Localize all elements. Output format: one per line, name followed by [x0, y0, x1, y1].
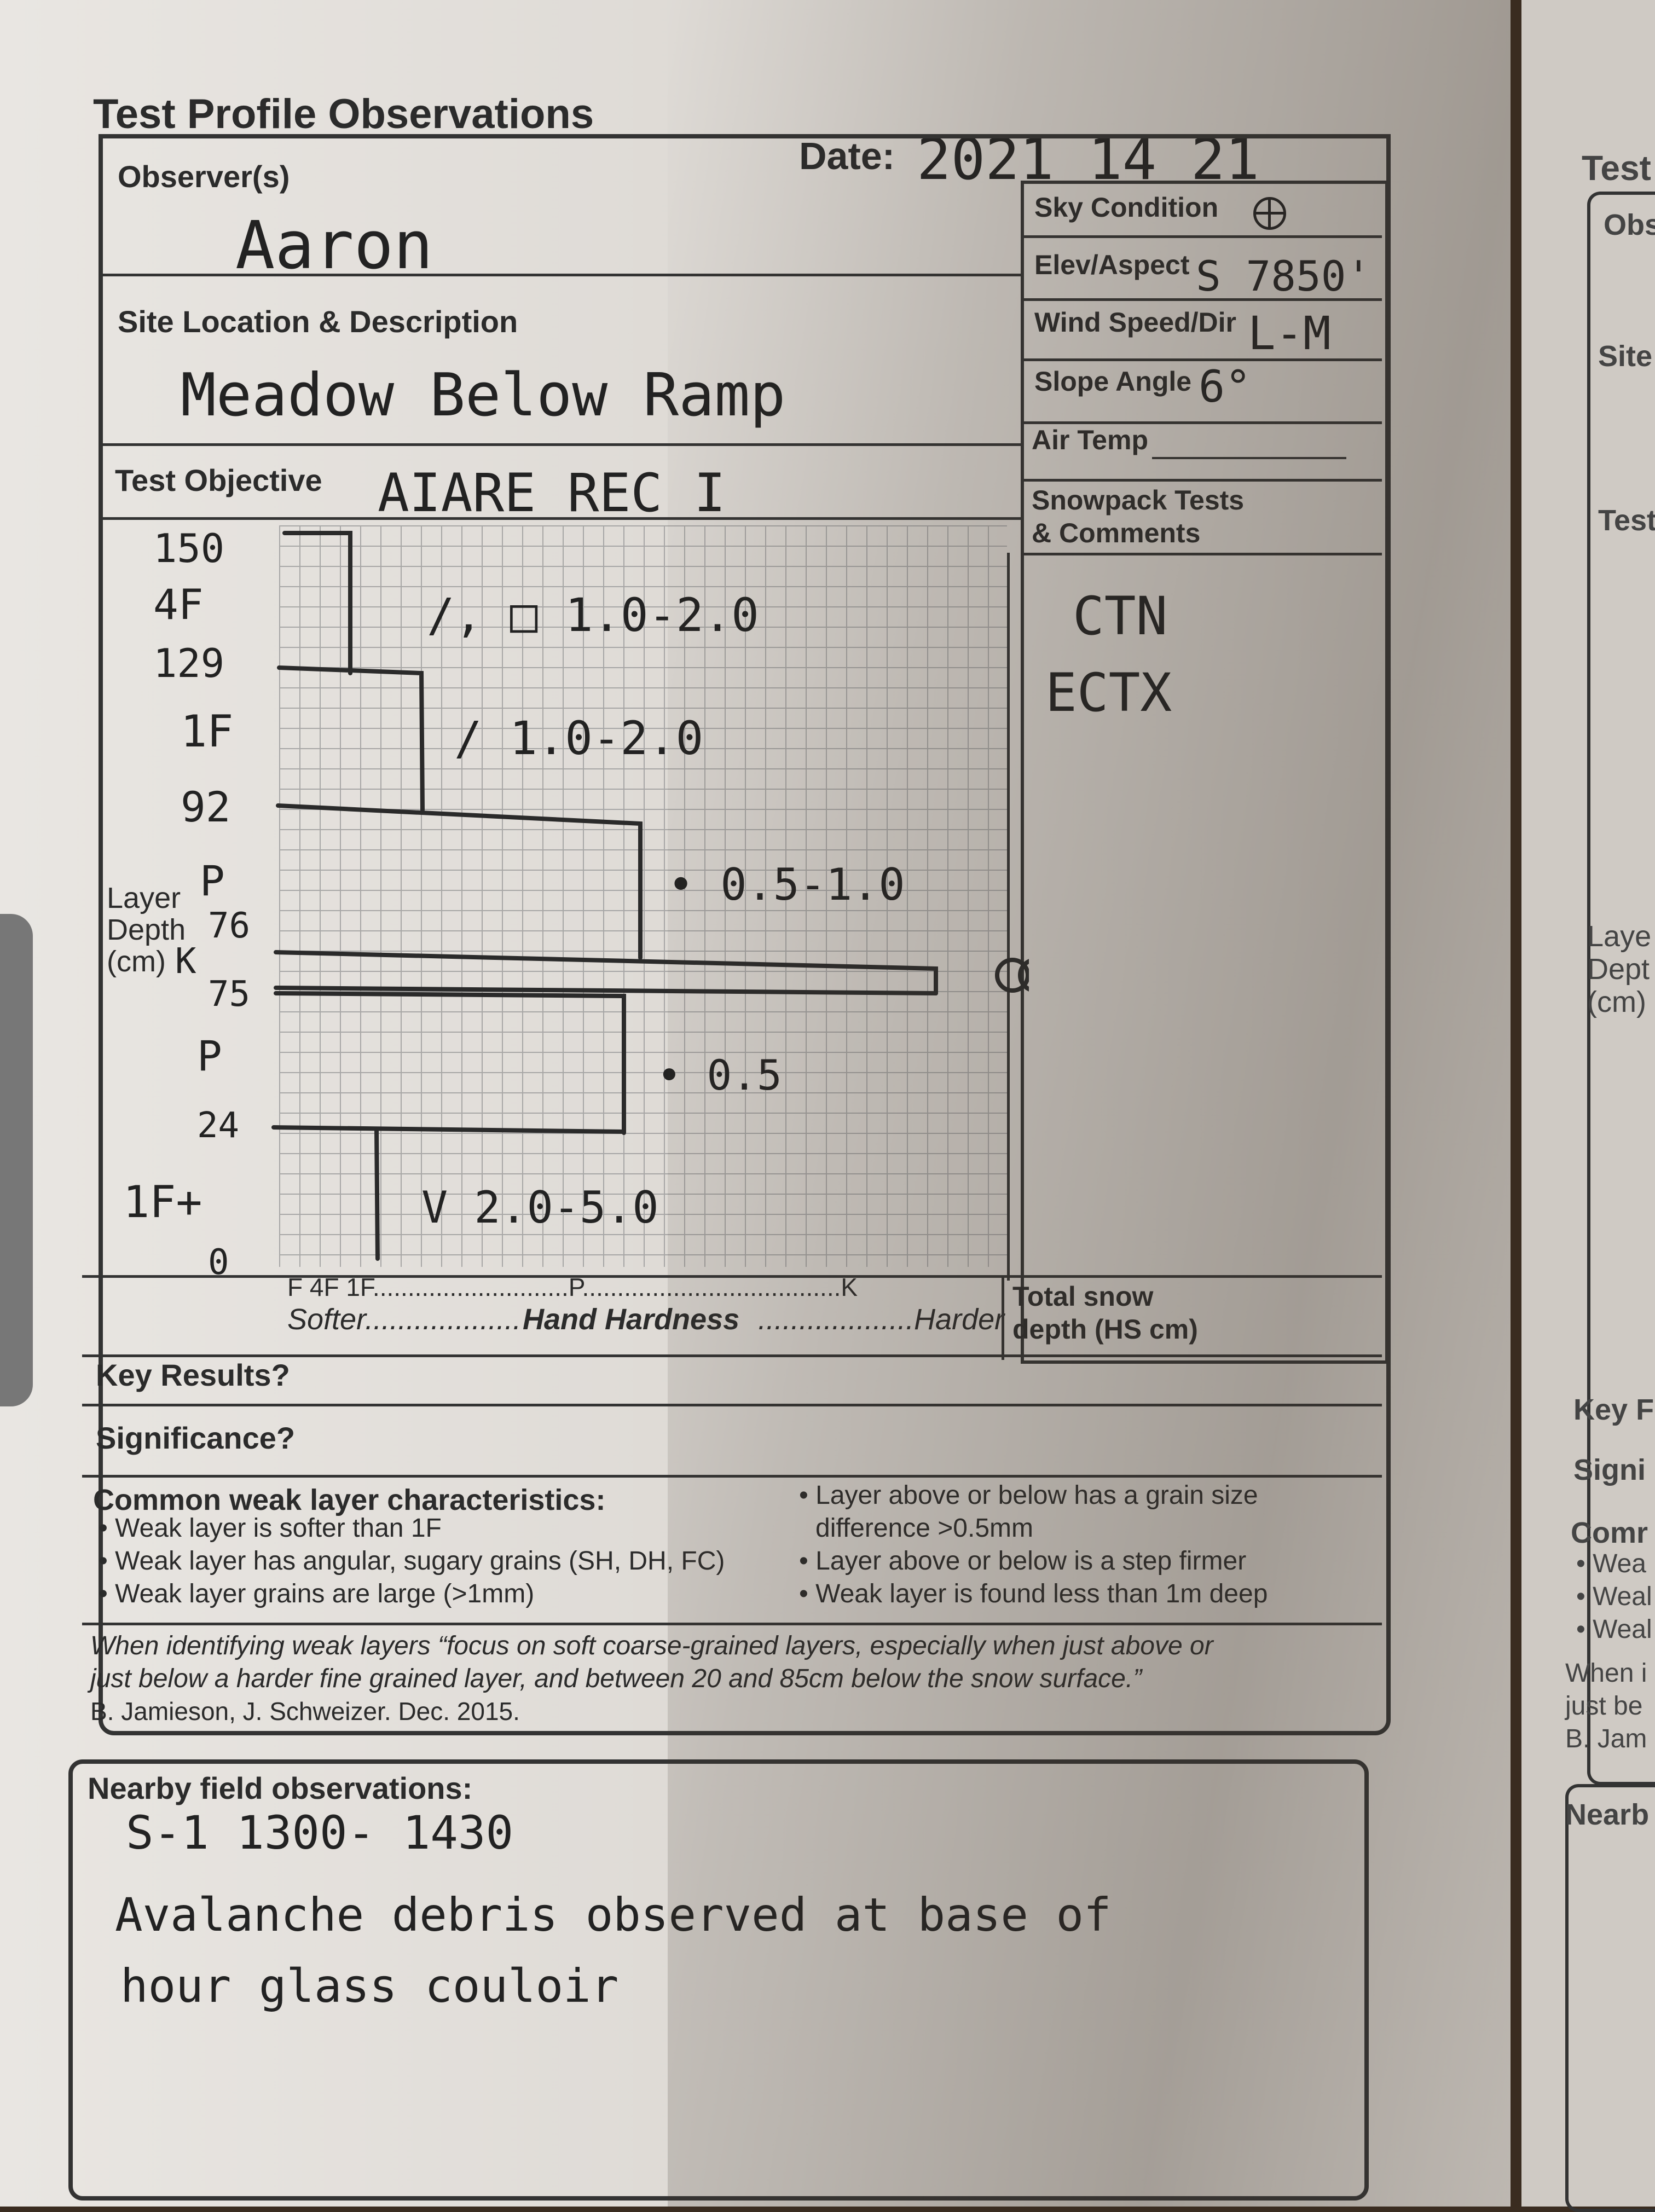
quote-line-2: just below a harder fine grained layer, …	[90, 1664, 1142, 1693]
test-result-ctn: CTN	[1073, 586, 1168, 647]
hardness-profile-drawing	[271, 531, 1029, 1261]
objective-value: AIARE REC I	[378, 462, 726, 524]
key-results-label: Key Results?	[96, 1358, 290, 1392]
nearby-line-3: hour glass couloir	[120, 1959, 619, 2013]
main-form-frame	[99, 134, 1391, 1735]
depth-76: 76	[208, 906, 251, 946]
site-label: Site Location & Description	[118, 304, 518, 339]
hardness-p-lower: P	[197, 1032, 222, 1080]
weak-layer-item-1: • Weak layer is softer than 1F	[99, 1514, 442, 1543]
nearby-line-1: S-1 1300- 1430	[126, 1806, 514, 1860]
sky-label: Sky Condition	[1034, 192, 1219, 223]
next-page-text: Laye	[1587, 920, 1652, 953]
weak-layer-item-5: • Layer above or below is a step firmer	[799, 1547, 1247, 1576]
layer-note-2: / 1.0-2.0	[454, 711, 704, 765]
hardness-1f: 1F	[181, 706, 234, 757]
nearby-line-2: Avalanche debris observed at base of	[115, 1888, 1112, 1942]
next-page-text: Key F	[1573, 1393, 1654, 1426]
hardness-scale: F 4F 1F............................P....…	[287, 1273, 858, 1301]
wind-value: L-M	[1248, 306, 1331, 360]
depth-150: 150	[153, 525, 225, 571]
hardness-harder: ...................Harder	[758, 1303, 1005, 1336]
significance-label: Significance?	[96, 1421, 296, 1455]
elev-label: Elev/Aspect	[1034, 250, 1190, 280]
objective-label: Test Objective	[115, 463, 322, 497]
next-page-text: When i	[1565, 1659, 1647, 1688]
slope-label: Slope Angle	[1034, 366, 1192, 397]
layer-note-3: • 0.5-1.0	[668, 859, 905, 910]
next-page-text: just be	[1565, 1692, 1643, 1721]
next-page-text: • Wea	[1576, 1549, 1646, 1578]
observer-value: Aaron	[235, 208, 433, 284]
layer-depth-label-3: (cm)	[107, 945, 166, 978]
next-page-edge: Test Obs Site Test Laye Dept (cm) Key F …	[1521, 0, 1655, 2212]
weak-layer-title: Common weak layer characteristics:	[93, 1484, 606, 1516]
next-page-text: B. Jam	[1565, 1724, 1647, 1753]
tests-label-2: & Comments	[1032, 518, 1201, 548]
quote-line-1: When identifying weak layers “focus on s…	[90, 1631, 1213, 1660]
records-tab	[0, 914, 33, 1406]
next-page-text: Dept	[1587, 953, 1650, 986]
weak-layer-item-3: • Weak layer grains are large (>1mm)	[99, 1579, 535, 1608]
hardness-1f-plus: 1F+	[123, 1177, 202, 1227]
hardness-softer: Softer...................	[287, 1303, 522, 1336]
profile-grid	[279, 525, 1007, 1267]
airtemp-label: Air Temp	[1032, 425, 1148, 455]
depth-129: 129	[153, 640, 225, 686]
observer-label: Observer(s)	[118, 159, 290, 194]
next-page-text: • Weal	[1576, 1615, 1652, 1644]
weak-layer-item-2: • Weak layer has angular, sugary grains …	[99, 1547, 725, 1576]
depth-24: 24	[197, 1105, 240, 1146]
layer-depth-label-2: Depth	[107, 913, 186, 946]
test-result-ectx: ECTX	[1045, 662, 1172, 723]
hardness-4f: 4F	[153, 580, 204, 629]
weak-layer-item-6: • Weak layer is found less than 1m deep	[799, 1579, 1268, 1608]
total-snow-label-2: depth (HS cm)	[1012, 1314, 1198, 1345]
hand-hardness-label: Hand Hardness	[523, 1303, 740, 1336]
hardness-p: P	[200, 856, 225, 905]
next-page-text: Comr	[1571, 1516, 1648, 1549]
airtemp-blank	[1152, 457, 1346, 459]
elev-value: S 7850'	[1196, 252, 1372, 300]
weak-layer-item-4: • Layer above or below has a grain size	[799, 1481, 1258, 1510]
wind-label: Wind Speed/Dir	[1034, 307, 1237, 338]
layer-note-5: V 2.0-5.0	[421, 1182, 659, 1233]
layer-note-4: • 0.5	[657, 1051, 782, 1099]
next-page-text: Test	[1582, 148, 1651, 188]
nearby-observations-label: Nearby field observations:	[88, 1771, 473, 1805]
total-snow-label-1: Total snow	[1012, 1281, 1154, 1312]
next-page-text: (cm)	[1587, 986, 1646, 1018]
nearby-observations-frame	[68, 1759, 1369, 2201]
quote-attribution: B. Jamieson, J. Schweizer. Dec. 2015.	[90, 1697, 520, 1725]
next-page-text: Nearb	[1565, 1798, 1650, 1831]
next-page-text: Test	[1598, 504, 1655, 537]
layer-note-1: /, □ 1.0-2.0	[427, 588, 759, 642]
depth-75: 75	[208, 974, 251, 1015]
next-page-text: Site	[1598, 340, 1653, 373]
next-page-text: Signi	[1573, 1454, 1646, 1486]
site-value: Meadow Below Ramp	[181, 361, 786, 430]
form-page: Test Profile Observations Date: 2021 14 …	[0, 0, 1511, 2207]
form-title: Test Profile Observations	[93, 91, 594, 137]
weak-layer-item-4b: difference >0.5mm	[815, 1514, 1033, 1543]
layer-depth-label-1: Layer	[107, 882, 181, 914]
conditions-frame	[1021, 181, 1388, 1364]
date-label: Date:	[799, 135, 895, 177]
next-page-text: Obs	[1604, 209, 1655, 241]
tests-label-1: Snowpack Tests	[1032, 485, 1245, 516]
depth-92: 92	[181, 783, 231, 831]
hardness-k: K	[175, 941, 196, 982]
next-page-text: • Weal	[1576, 1582, 1652, 1611]
slope-value: 6°	[1199, 361, 1252, 412]
sky-condition-icon	[1253, 197, 1286, 230]
